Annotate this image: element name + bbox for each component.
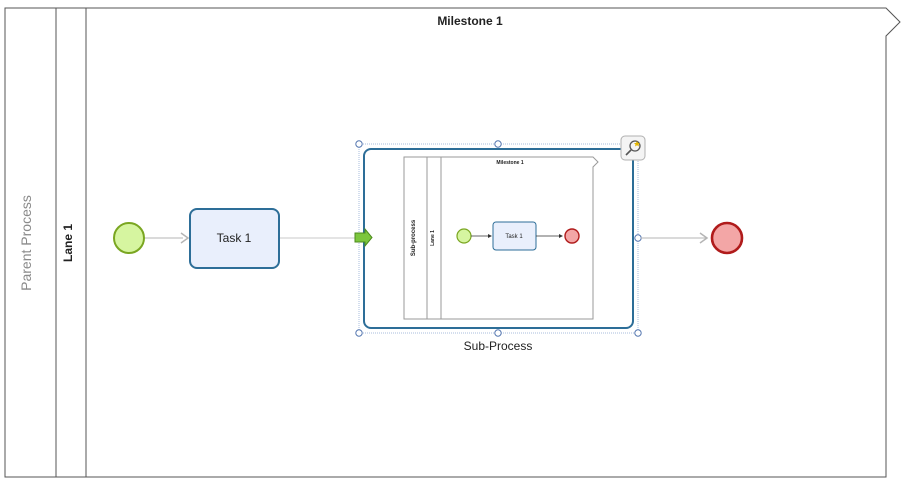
resize-handle bbox=[494, 140, 502, 148]
resize-handle bbox=[634, 329, 642, 337]
task-label: Task 1 bbox=[217, 231, 252, 245]
lane[interactable]: Lane 1 bbox=[61, 224, 75, 262]
sequence-flow-subprocess-end[interactable] bbox=[641, 232, 709, 244]
resize-handles[interactable] bbox=[355, 140, 642, 337]
preview-task-label: Task 1 bbox=[505, 234, 523, 240]
subprocess[interactable]: Sub-process Lane 1 Milestone 1 Task 1 bbox=[354, 135, 646, 353]
sequence-flow-start-task[interactable] bbox=[145, 232, 190, 244]
resize-handle bbox=[634, 234, 642, 242]
subprocess-edit-button[interactable] bbox=[620, 135, 646, 161]
preview-lane-label: Lane 1 bbox=[430, 230, 436, 246]
subprocess-preview: Sub-process Lane 1 Milestone 1 Task 1 bbox=[403, 156, 599, 320]
wand-icon bbox=[625, 140, 641, 156]
preview-end-event bbox=[564, 228, 580, 244]
resize-handle bbox=[355, 140, 363, 148]
incoming-arrow-icon bbox=[354, 227, 373, 248]
preview-start-event bbox=[456, 228, 472, 244]
end-event[interactable] bbox=[710, 221, 744, 255]
start-event[interactable] bbox=[113, 222, 145, 254]
preview-milestone-label: Milestone 1 bbox=[496, 160, 523, 166]
subprocess-label: Sub-Process bbox=[464, 339, 533, 353]
lane-label: Lane 1 bbox=[61, 224, 75, 262]
milestone-label: Milestone 1 bbox=[437, 14, 503, 28]
resize-handle bbox=[494, 329, 502, 337]
preview-pool-label: Sub-process bbox=[411, 219, 417, 256]
pool-label: Parent Process bbox=[18, 195, 34, 291]
task[interactable]: Task 1 bbox=[189, 208, 280, 269]
task-box bbox=[189, 208, 280, 269]
resize-handle bbox=[355, 329, 363, 337]
